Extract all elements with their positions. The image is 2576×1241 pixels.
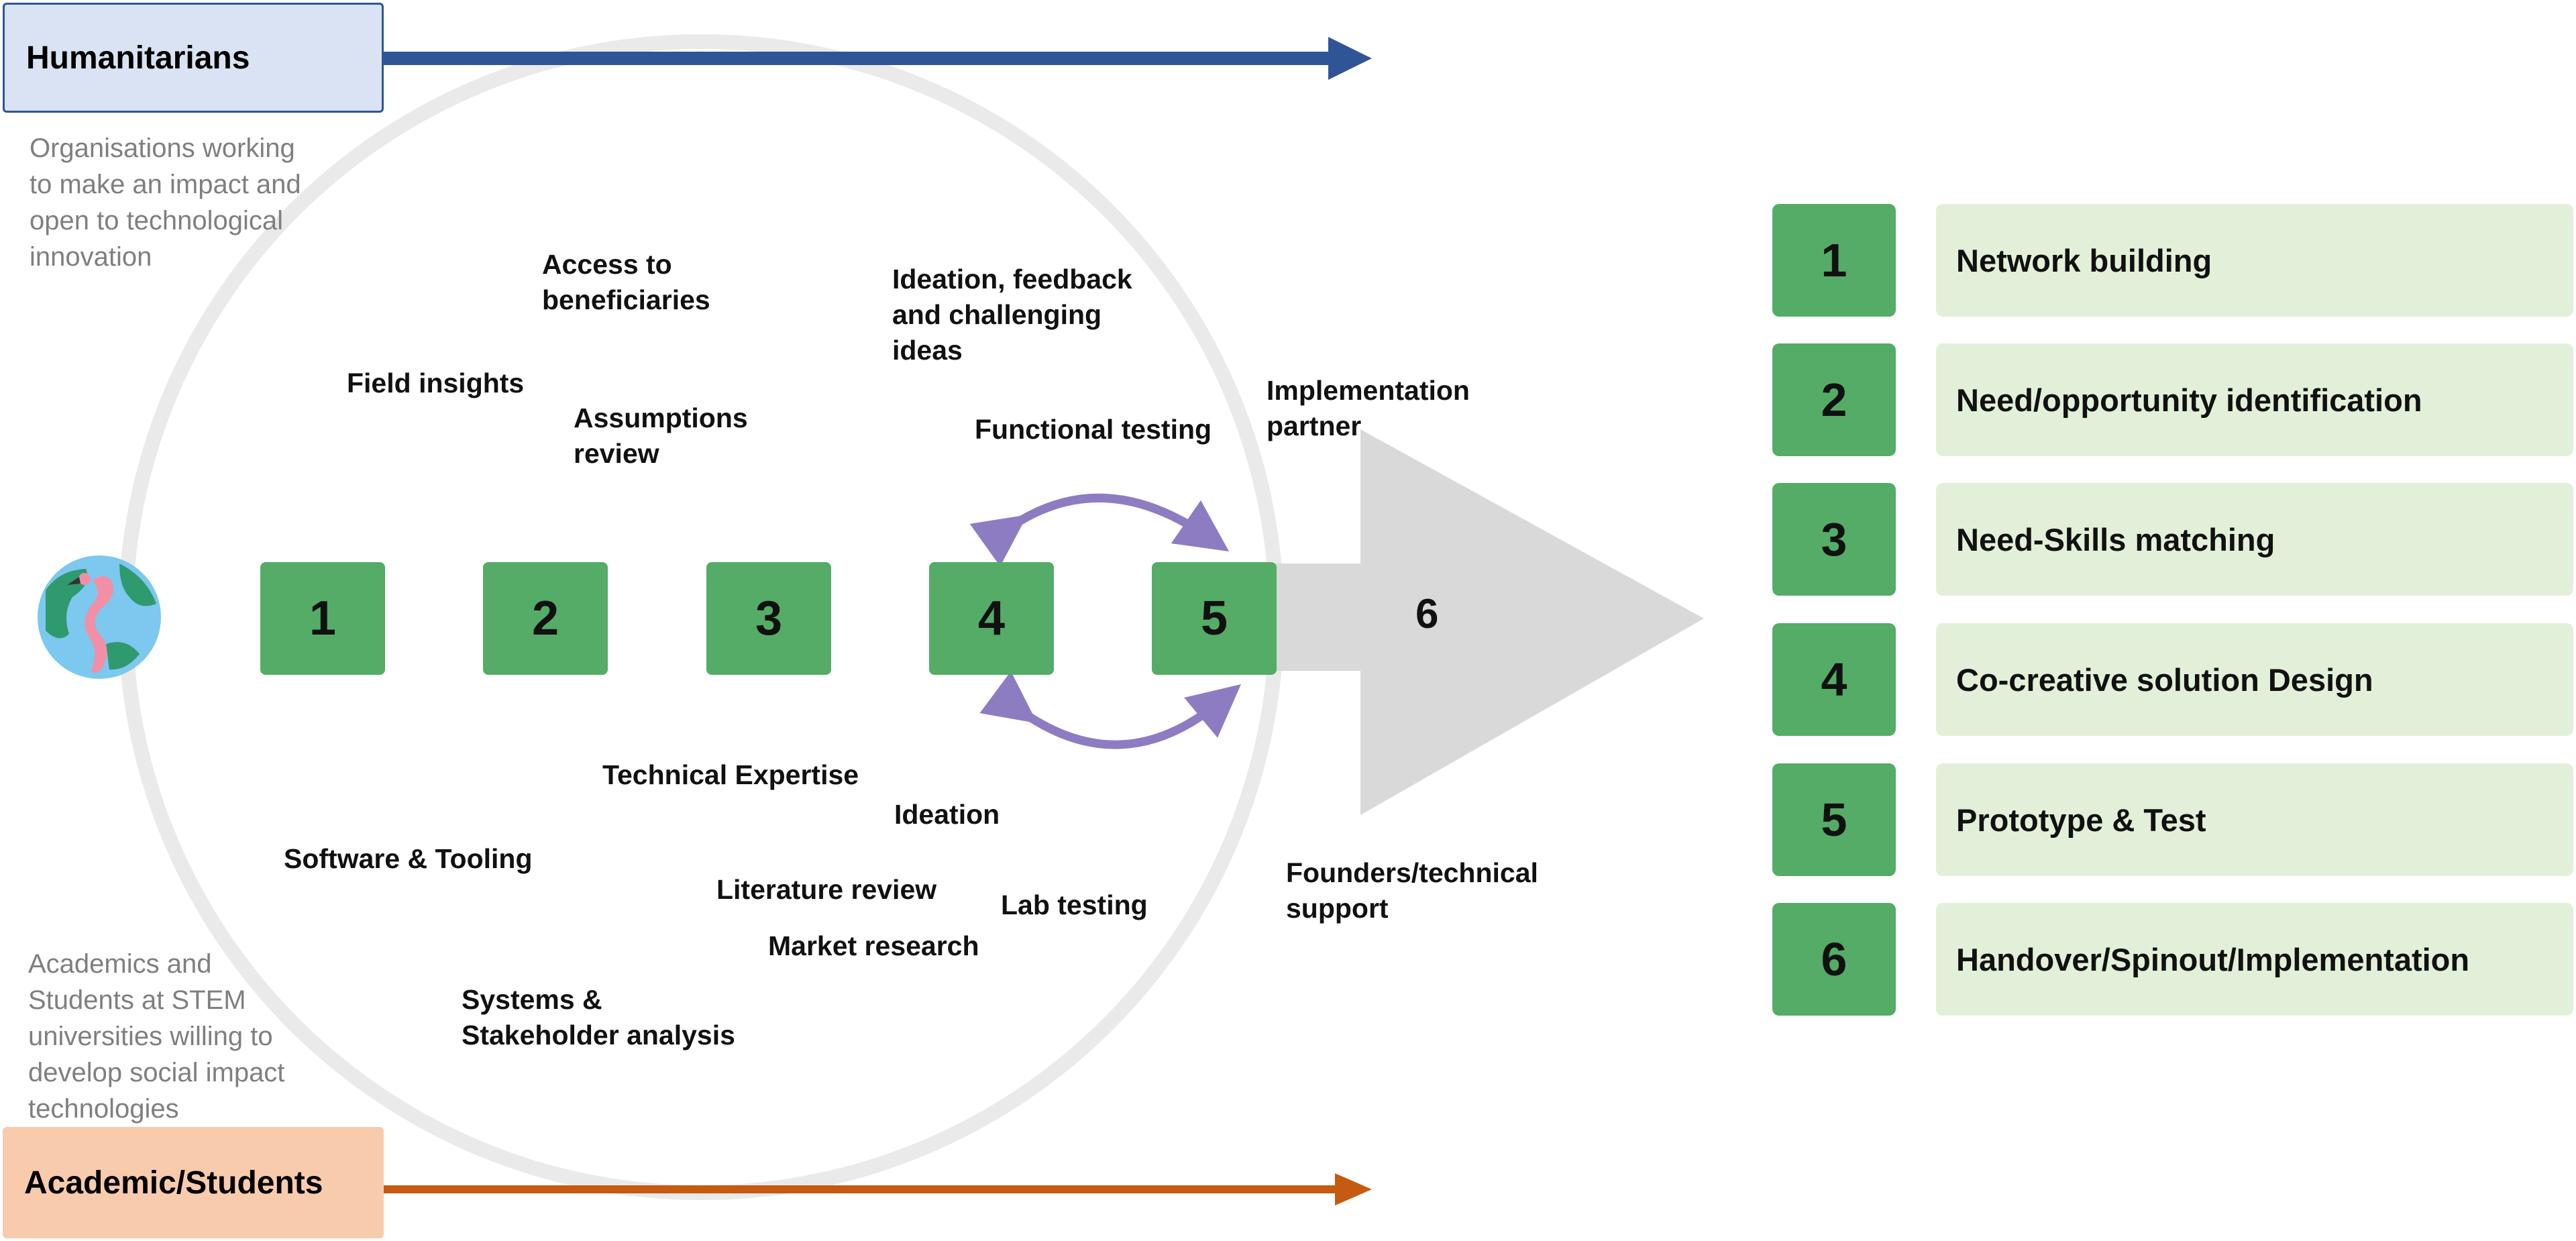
stage-5-box: 5 [1152,562,1277,675]
legend-number-5: 5 [1772,763,1896,876]
label-founders-support: Founders/technical support [1286,857,1538,924]
legend-label-6: Handover/Spinout/Implementation [1936,903,2573,1016]
legend-number-3: 3 [1772,483,1896,596]
legend-label-1: Network building [1936,204,2573,317]
academics-description: Academics and Students at STEM universit… [28,949,285,1124]
stage-6-label: 6 [1415,591,1439,637]
cycle-arrow-top [969,493,1230,567]
humanitarians-arrow-head [1328,37,1372,80]
legend-label-4: Co-creative solution Design [1936,623,2573,736]
humanitarians-box: Humanitarians [3,3,384,113]
label-systems-stakeholder: Systems & Stakeholder analysis [462,984,735,1050]
label-access-to-beneficiaries: Access to beneficiaries [542,249,710,315]
humanitarians-description: Organisations working to make an impact … [30,133,301,272]
academics-title: Academic/Students [24,1165,323,1201]
cycle-arrow-bottom [979,671,1241,749]
legend-label-3: Need-Skills matching [1936,483,2573,596]
stage-3-box: 3 [706,562,831,675]
globe-with-flamingo-icon [38,555,161,679]
legend-number-4: 4 [1772,623,1896,736]
label-ideation-feedback: Ideation, feedback and challenging ideas [892,264,1132,366]
label-lab-testing: Lab testing [1001,889,1148,920]
stage-2-box: 2 [483,562,608,675]
label-field-insights: Field insights [347,368,525,398]
legend-label-5: Prototype & Test [1936,763,2573,876]
label-ideation: Ideation [894,799,1000,830]
legend-number-1: 1 [1772,204,1896,317]
label-software-tooling: Software & Tooling [284,843,533,874]
legend-label-2: Need/opportunity identification [1936,343,2573,456]
label-literature-review: Literature review [716,874,937,905]
legend-number-6: 6 [1772,903,1896,1016]
legend-number-2: 2 [1772,343,1896,456]
stage-1-box: 1 [260,562,385,675]
stage-4-box: 4 [929,562,1054,675]
big-arrow-stage-6 [1268,429,1704,815]
label-technical-expertise: Technical Expertise [602,759,859,790]
label-functional-testing: Functional testing [975,414,1212,445]
label-implementation-partner: Implementation partner [1267,375,1470,441]
label-assumptions-review: Assumptions review [574,402,748,469]
academics-box: Academic/Students [3,1127,384,1238]
humanitarians-title: Humanitarians [26,40,250,76]
label-market-research: Market research [768,930,979,961]
academics-arrow-head [1335,1173,1372,1205]
